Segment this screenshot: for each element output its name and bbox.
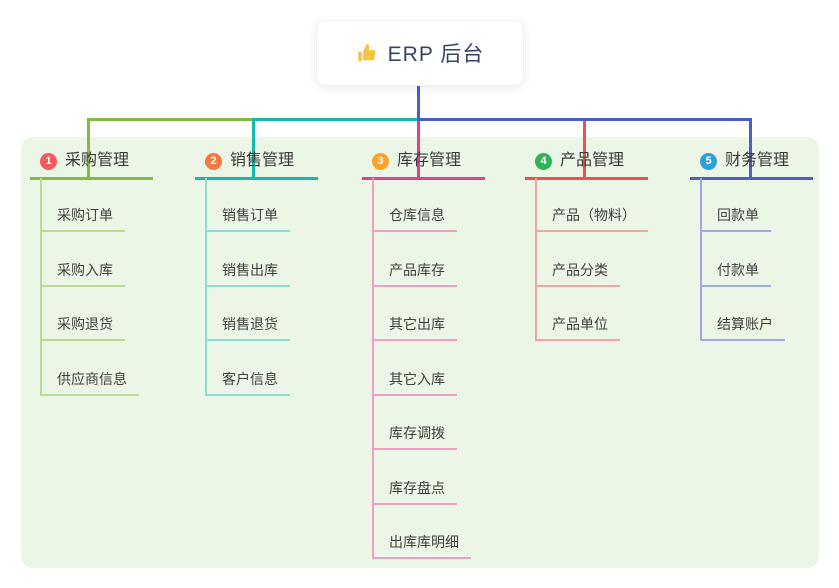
- connector-root-stem: [417, 84, 420, 118]
- child-label: 其它出库: [389, 316, 445, 332]
- child-label: 采购入库: [57, 262, 113, 278]
- branch-spine: [535, 178, 537, 341]
- child-label: 产品库存: [389, 262, 445, 278]
- branch-title: 库存管理: [397, 152, 462, 169]
- root-title: ERP 后台: [387, 43, 485, 66]
- branch-head-sales[interactable]: 2 销售管理: [195, 147, 319, 180]
- child-node[interactable]: 结算账户: [700, 315, 785, 341]
- child-node[interactable]: 产品（物料）: [535, 206, 648, 232]
- branch-number-badge: 2: [205, 152, 222, 170]
- connector-drop-inventory: [417, 121, 420, 177]
- child-label: 出库库明细: [389, 534, 459, 550]
- connector-horizontal-teal: [252, 118, 417, 121]
- branch-spine: [700, 178, 702, 341]
- child-label: 其它入库: [389, 371, 445, 387]
- connector-horizontal-green: [87, 118, 252, 121]
- connector-drop-finance: [749, 118, 752, 177]
- child-label: 结算账户: [717, 316, 773, 332]
- child-node[interactable]: 供应商信息: [40, 370, 139, 396]
- child-label: 库存调拨: [389, 425, 445, 441]
- child-node[interactable]: 客户信息: [205, 370, 290, 396]
- child-label: 采购订单: [57, 207, 113, 223]
- child-label: 付款单: [717, 262, 759, 278]
- branch-spine: [40, 178, 42, 396]
- thumbs-up-icon: [356, 42, 378, 64]
- child-node[interactable]: 回款单: [700, 206, 771, 232]
- child-node[interactable]: 产品分类: [535, 261, 620, 287]
- child-label: 仓库信息: [389, 207, 445, 223]
- child-label: 销售退货: [222, 316, 278, 332]
- child-label: 产品分类: [552, 262, 608, 278]
- child-label: 产品（物料）: [552, 207, 636, 223]
- child-node[interactable]: 销售订单: [205, 206, 290, 232]
- branch-title: 采购管理: [65, 152, 130, 169]
- child-label: 回款单: [717, 207, 759, 223]
- child-node[interactable]: 采购退货: [40, 315, 125, 341]
- child-node[interactable]: 产品单位: [535, 315, 620, 341]
- child-node[interactable]: 采购订单: [40, 206, 125, 232]
- branch-title: 财务管理: [725, 152, 790, 169]
- child-node[interactable]: 付款单: [700, 261, 771, 287]
- child-node[interactable]: 库存盘点: [372, 479, 457, 505]
- branch-number-badge: 1: [40, 152, 57, 170]
- connector-drop-sales: [252, 118, 255, 177]
- child-node[interactable]: 产品库存: [372, 261, 457, 287]
- child-node[interactable]: 仓库信息: [372, 206, 457, 232]
- branch-head-purchase[interactable]: 1 采购管理: [30, 147, 154, 180]
- branches-panel: [21, 137, 819, 568]
- child-node[interactable]: 采购入库: [40, 261, 125, 287]
- connector-horizontal-blue: [417, 118, 752, 121]
- branch-number-badge: 4: [535, 152, 552, 170]
- branch-head-product[interactable]: 4 产品管理: [525, 147, 649, 180]
- child-node[interactable]: 库存调拨: [372, 424, 457, 450]
- branch-spine: [372, 178, 374, 559]
- child-label: 销售订单: [222, 207, 278, 223]
- branch-title: 销售管理: [230, 152, 295, 169]
- connector-drop-purchase: [87, 118, 90, 177]
- child-label: 采购退货: [57, 316, 113, 332]
- branch-head-inventory[interactable]: 3 库存管理: [362, 147, 486, 180]
- child-label: 产品单位: [552, 316, 608, 332]
- child-node[interactable]: 出库库明细: [372, 533, 471, 559]
- child-label: 库存盘点: [389, 480, 445, 496]
- child-node[interactable]: 其它出库: [372, 315, 457, 341]
- child-node[interactable]: 销售出库: [205, 261, 290, 287]
- child-label: 客户信息: [222, 371, 278, 387]
- connector-drop-product: [583, 121, 586, 177]
- child-node[interactable]: 销售退货: [205, 315, 290, 341]
- branch-head-finance[interactable]: 5 财务管理: [690, 147, 814, 180]
- root-node[interactable]: ERP 后台: [316, 20, 524, 86]
- branch-number-badge: 3: [372, 152, 389, 170]
- child-node[interactable]: 其它入库: [372, 370, 457, 396]
- child-label: 销售出库: [222, 262, 278, 278]
- branch-number-badge: 5: [700, 152, 717, 170]
- child-label: 供应商信息: [57, 371, 127, 387]
- branch-title: 产品管理: [560, 152, 625, 169]
- branch-spine: [205, 178, 207, 396]
